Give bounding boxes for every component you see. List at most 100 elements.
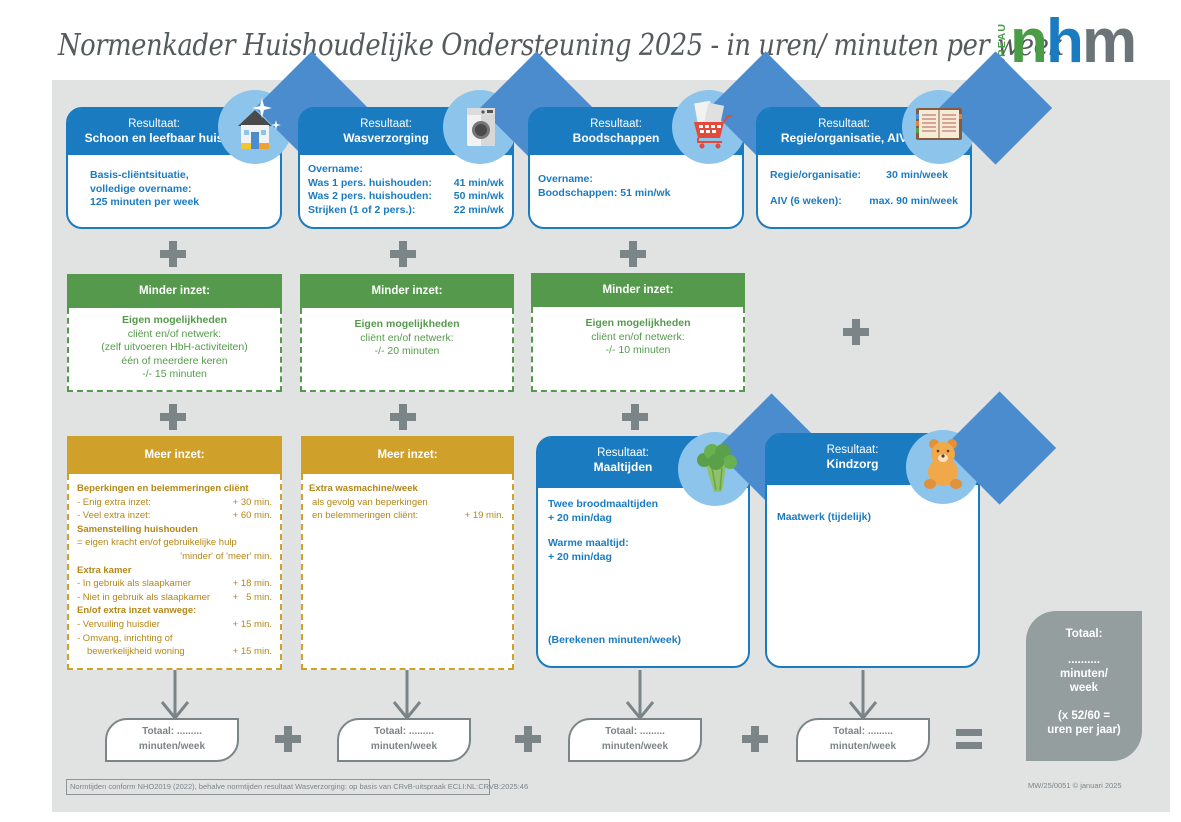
meer-row: - Veel extra inzet: + 60 min. [77, 509, 272, 523]
logo-letter-m: m [1082, 7, 1137, 76]
agenda-icon [902, 51, 1053, 165]
broccoli-icon [678, 393, 829, 507]
result-name: Maaltijden [593, 460, 653, 474]
result-row: Regie/organisatie:30 min/week [770, 165, 958, 185]
result-body: Regie/organisatie:30 min/week AIV (6 wek… [758, 155, 970, 221]
shopping-cart-icon [672, 51, 823, 165]
result-name: Wasverzorging [343, 131, 429, 145]
result-name: Kindzorg [826, 457, 879, 471]
minder-line: -/- 20 minuten [374, 345, 440, 357]
plus-icon [275, 726, 301, 752]
result-body: Overname: Boodschappen: 51 min/wk [530, 155, 742, 218]
result-line: Maatwerk (tijdelijk) [777, 511, 871, 523]
row-value: 22 min/wk [453, 203, 504, 216]
result-label: Resultaat: [590, 118, 642, 130]
row-label: - In gebruik als slaapkamer [77, 578, 192, 590]
result-line: Twee broodmaaltijden [548, 498, 659, 510]
result-card-maaltijden: Resultaat: Maaltijden Twee broodmaaltijd… [536, 436, 750, 668]
result-line: Basis-cliëntsituatie, [90, 169, 189, 181]
row-label: en belemmeringen cliënt: [312, 510, 419, 522]
grand-total-box[interactable]: Totaal: .......... minuten/ week (x 52/6… [1026, 611, 1142, 761]
arrow-down-icon [625, 670, 655, 721]
result-line: Boodschappen: 51 min/wk [538, 186, 671, 199]
plus-icon [620, 241, 646, 267]
result-line: 125 minuten per week [90, 196, 200, 208]
result-label: Resultaat: [818, 118, 870, 130]
plus-icon [160, 241, 186, 267]
arrow-down-icon [392, 670, 422, 721]
result-name: Boodschappen [572, 131, 660, 145]
grand-total-line: uren per jaar) [1047, 724, 1121, 736]
row-label: - Vervuiling huisdier [77, 618, 160, 630]
result-body: Basis-cliëntsituatie, volledige overname… [68, 155, 280, 224]
row-value: + 60 min. [232, 510, 272, 522]
total-label: Totaal: ......... [833, 726, 893, 737]
meer-row: bewerkelijkheid woning + 15 min. [77, 645, 272, 659]
minder-line: één of meerdere keren [121, 354, 228, 367]
teddy-bear-icon [906, 391, 1057, 505]
row-label: Was 1 pers. huishouden: [308, 176, 432, 189]
meer-line: als gevolg van beperkingen [312, 496, 428, 508]
meer-inzet-body: Extra wasmachine/week als gevolg van bep… [301, 474, 514, 670]
total-unit: minuten/week [601, 741, 669, 752]
meer-line: = eigen kracht en/of gebruikelijke hulp [77, 537, 237, 549]
grand-total-line: week [1069, 682, 1099, 694]
result-row: Strijken (1 of 2 pers.): 22 min/wk [308, 204, 504, 218]
arrow-down-icon [848, 670, 878, 721]
result-line: + 20 min/dag [548, 511, 612, 524]
row-value: + 30 min. [232, 496, 272, 508]
equals-icon [956, 727, 982, 751]
minder-inzet-card: Minder inzet: Eigen mogelijkheden cliënt… [531, 273, 745, 392]
minder-inzet-card: Minder inzet: Eigen mogelijkheden cliënt… [67, 274, 282, 392]
minder-line: -/- 15 minuten [142, 368, 207, 380]
grand-total-dots: .......... [1068, 654, 1100, 666]
meer-row: - Vervuiling huisdier+ 15 min. [77, 618, 272, 632]
row-label: - Veel extra inzet: [77, 510, 151, 522]
result-line: Warme maaltijd: [548, 537, 629, 549]
meer-line: 'minder' of 'meer' min. [180, 550, 272, 562]
total-label: Totaal: ......... [374, 726, 434, 737]
row-value: + 19 min. [464, 510, 504, 522]
result-body: Maatwerk (tijdelijk) [767, 485, 978, 535]
plus-icon [390, 404, 416, 430]
result-line: volledige overname: [90, 182, 192, 195]
minder-inzet-title: Minder inzet: [300, 274, 514, 308]
result-label: Resultaat: [597, 447, 649, 459]
total-field[interactable]: Totaal: ......... minuten/week [105, 718, 239, 762]
result-row: AIV (6 weken):max. 90 min/week [770, 191, 958, 211]
total-label: Totaal: ......... [605, 726, 665, 737]
result-row: Was 1 pers. huishouden:41 min/wk [308, 177, 504, 191]
total-field[interactable]: Totaal: ......... minuten/week [568, 718, 702, 762]
grand-total-line: minuten/ [1060, 668, 1108, 680]
row-value: + 15 min. [232, 646, 272, 658]
minder-bold-line: Eigen mogelijkheden [121, 314, 228, 326]
result-body: Overname: Was 1 pers. huishouden:41 min/… [300, 155, 512, 225]
result-heading: Overname: [308, 163, 363, 175]
house-icon [218, 51, 369, 165]
result-line: + 20 min/dag [548, 550, 612, 563]
minder-inzet-body: Eigen mogelijkheden cliënt en/of netwerk… [531, 307, 745, 392]
total-field[interactable]: Totaal: ......... minuten/week [796, 718, 930, 762]
grand-total-title: Totaal: [1065, 628, 1103, 640]
row-label: bewerkelijkheid woning [87, 646, 185, 658]
result-heading: Overname: [538, 173, 593, 185]
minder-line: cliënt en/of netwerk: [127, 327, 222, 340]
minder-inzet-body: Eigen mogelijkheden cliënt en/of netwerk… [300, 308, 514, 392]
result-label: Resultaat: [128, 118, 180, 130]
washing-machine-icon [443, 51, 594, 165]
row-label: AIV (6 weken): [770, 195, 842, 207]
minder-line: -/- 10 minuten [605, 344, 671, 356]
row-label: Was 2 pers. huishouden: [308, 190, 432, 202]
plus-icon [843, 319, 869, 345]
row-value: 50 min/wk [453, 190, 504, 202]
total-field[interactable]: Totaal: ......... minuten/week [337, 718, 471, 762]
row-label: Strijken (1 of 2 pers.): [308, 203, 416, 216]
total-label: Totaal: ......... [142, 726, 202, 737]
minder-inzet-card: Minder inzet: Eigen mogelijkheden cliënt… [300, 274, 514, 392]
meer-inzet-title: Meer inzet: [67, 436, 282, 474]
logo-letter-h: h [1046, 7, 1084, 76]
minder-line: cliënt en/of netwerk: [360, 331, 454, 344]
arrow-down-icon [160, 670, 190, 721]
meer-row: - Enig extra inzet:+ 30 min. [77, 496, 272, 510]
minder-inzet-title: Minder inzet: [67, 274, 282, 308]
